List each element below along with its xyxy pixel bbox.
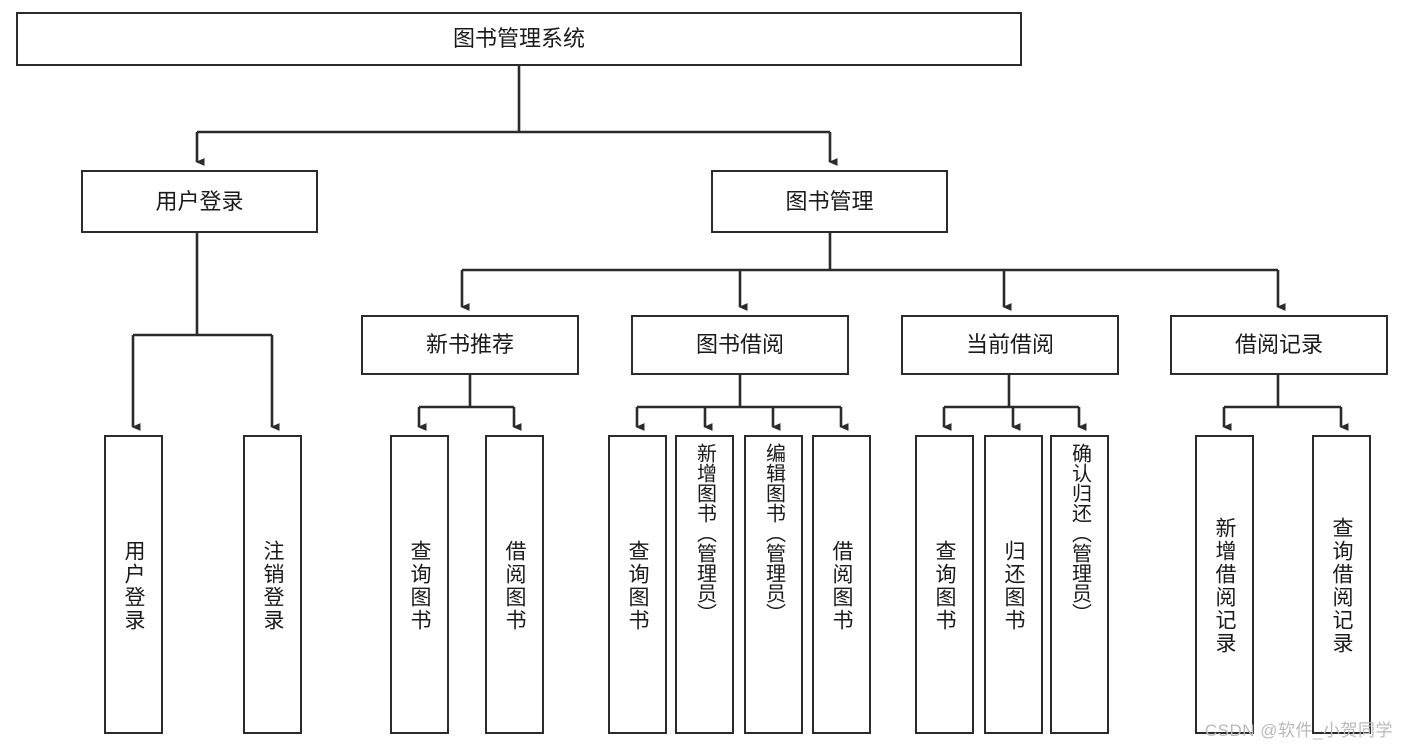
leaf-edit-book-admin-label: 编辑图书（管理员） xyxy=(762,443,785,623)
node-book-borrow-label: 图书借阅 xyxy=(695,332,784,358)
leaf-query-borrow-record-label: 查询借阅记录 xyxy=(1330,516,1353,655)
node-current-borrow-label: 当前借阅 xyxy=(965,332,1054,358)
node-root-label: 图书管理系统 xyxy=(452,26,585,52)
leaf-query-borrow-record[interactable]: 查询借阅记录 xyxy=(1312,435,1371,734)
node-user-login[interactable]: 用户登录 xyxy=(81,170,318,233)
node-new-book-recommend[interactable]: 新书推荐 xyxy=(361,315,579,375)
leaf-add-book-admin[interactable]: 新增图书（管理员） xyxy=(675,435,734,734)
leaf-user-login[interactable]: 用户登录 xyxy=(104,435,163,734)
node-root[interactable]: 图书管理系统 xyxy=(16,12,1022,66)
node-user-login-label: 用户登录 xyxy=(155,188,244,214)
leaf-confirm-return-admin-label: 确认归还（管理员） xyxy=(1068,443,1091,623)
node-book-management-label: 图书管理 xyxy=(785,188,874,214)
leaf-borrow-book-borrow[interactable]: 借阅图书 xyxy=(812,435,871,734)
leaf-query-book-current-label: 查询图书 xyxy=(933,539,956,632)
leaf-logout[interactable]: 注销登录 xyxy=(243,435,302,734)
leaf-borrow-book-recommend-label: 借阅图书 xyxy=(503,539,526,632)
leaf-query-book-current[interactable]: 查询图书 xyxy=(915,435,974,734)
node-book-borrow[interactable]: 图书借阅 xyxy=(631,315,849,375)
node-current-borrow[interactable]: 当前借阅 xyxy=(901,315,1119,375)
leaf-borrow-book-recommend[interactable]: 借阅图书 xyxy=(485,435,544,734)
leaf-add-borrow-record[interactable]: 新增借阅记录 xyxy=(1195,435,1254,734)
node-borrow-record-label: 借阅记录 xyxy=(1234,332,1323,358)
leaf-query-book-borrow-label: 查询图书 xyxy=(626,539,649,632)
leaf-borrow-book-borrow-label: 借阅图书 xyxy=(830,539,853,632)
leaf-query-book-recommend-label: 查询图书 xyxy=(408,539,431,632)
leaf-logout-label: 注销登录 xyxy=(261,539,284,632)
leaf-query-book-borrow[interactable]: 查询图书 xyxy=(608,435,667,734)
leaf-user-login-label: 用户登录 xyxy=(122,539,145,632)
node-borrow-record[interactable]: 借阅记录 xyxy=(1170,315,1388,375)
leaf-edit-book-admin[interactable]: 编辑图书（管理员） xyxy=(744,435,803,734)
leaf-return-book[interactable]: 归还图书 xyxy=(984,435,1043,734)
leaf-return-book-label: 归还图书 xyxy=(1002,539,1025,632)
node-new-book-recommend-label: 新书推荐 xyxy=(425,332,514,358)
leaf-query-book-recommend[interactable]: 查询图书 xyxy=(390,435,449,734)
watermark-text: CSDN @软件_小贺同学 xyxy=(1204,721,1393,740)
node-book-management[interactable]: 图书管理 xyxy=(711,170,948,233)
leaf-add-borrow-record-label: 新增借阅记录 xyxy=(1213,516,1236,655)
leaf-add-book-admin-label: 新增图书（管理员） xyxy=(693,443,716,623)
leaf-confirm-return-admin[interactable]: 确认归还（管理员） xyxy=(1050,435,1109,734)
